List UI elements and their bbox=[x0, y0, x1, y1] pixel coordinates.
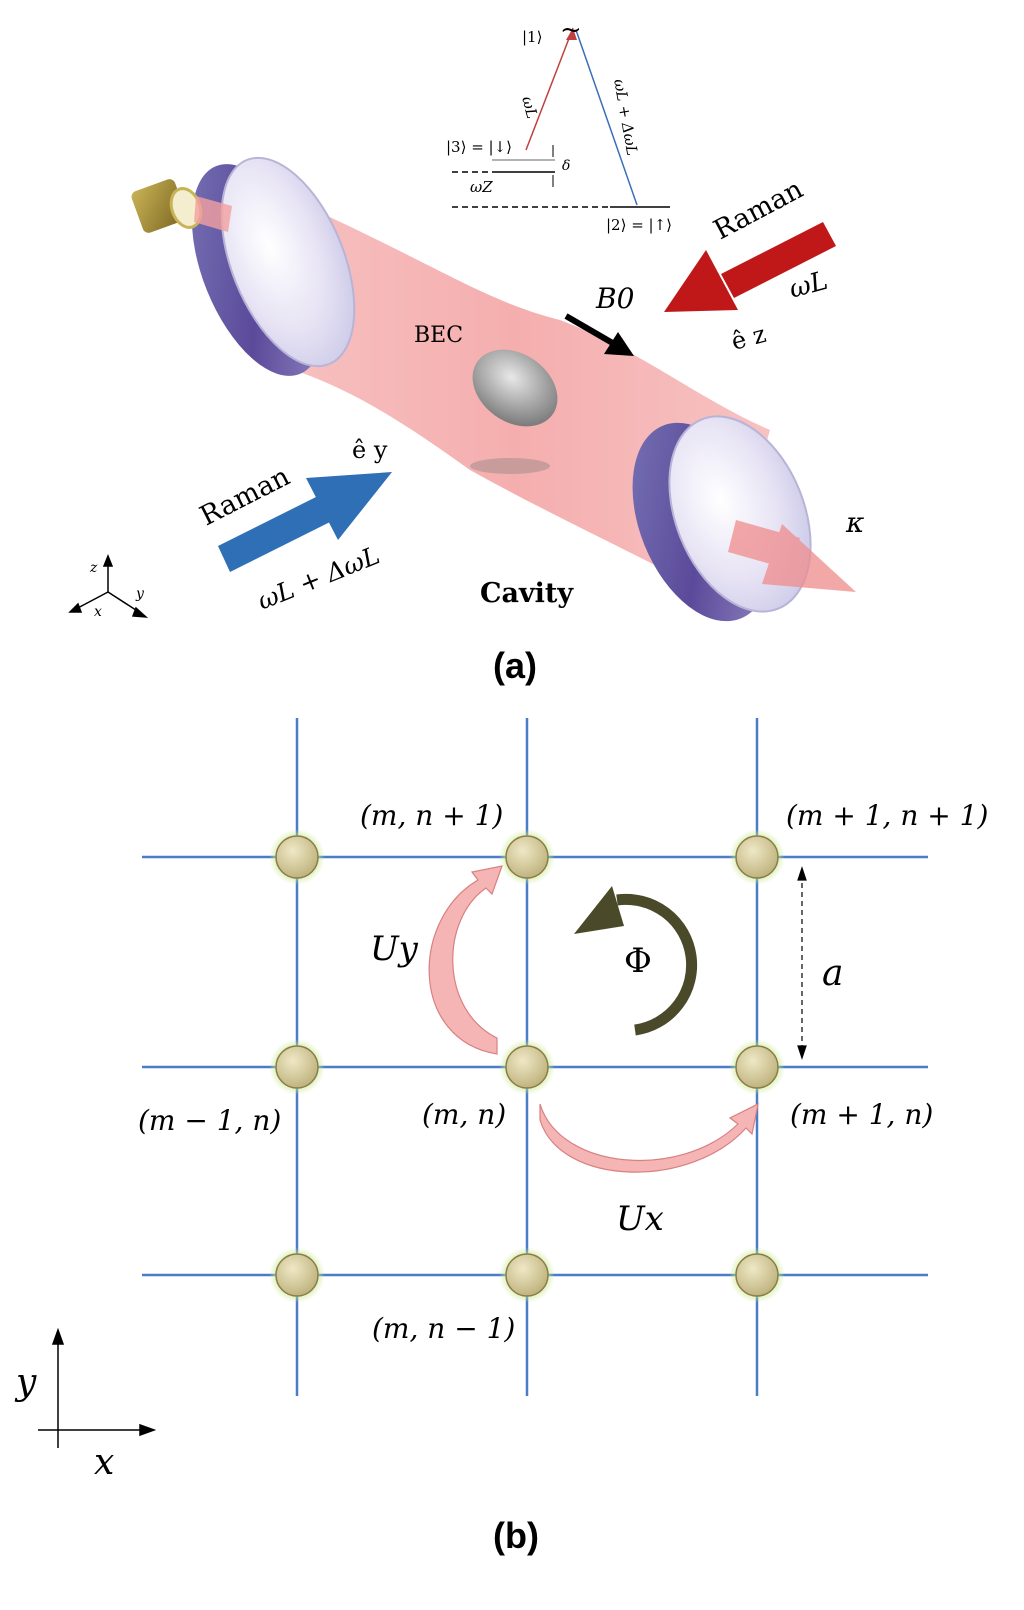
ux-hop-arrow bbox=[539, 1102, 759, 1173]
omega-l-delta-level-label: ωL + ΔωL bbox=[610, 78, 641, 157]
bec-cloud bbox=[472, 349, 558, 427]
omega-l-right-label: ωL bbox=[786, 266, 831, 305]
site bbox=[729, 1247, 785, 1303]
level-2-arrow-blue bbox=[575, 29, 638, 206]
phi-label: Φ bbox=[624, 941, 652, 981]
site bbox=[269, 1247, 325, 1303]
site bbox=[499, 1247, 555, 1303]
axis-2d-y-label: y bbox=[14, 1362, 37, 1403]
state-2-label: |2⟩ = |↑⟩ bbox=[606, 216, 672, 234]
raman-right-label: Raman bbox=[709, 174, 808, 247]
axis-y-label: y bbox=[135, 586, 145, 602]
level-1-arrow-red bbox=[525, 27, 574, 151]
lattice-constant-arrow bbox=[797, 866, 807, 1060]
ey-label: ê y bbox=[352, 436, 388, 464]
axis-z-label: z bbox=[89, 560, 98, 576]
site-label-m-minus-1-n: (m − 1, n) bbox=[138, 1104, 281, 1137]
b0-label: B0 bbox=[595, 282, 634, 315]
site-label-m-plus-1-n: (m + 1, n) bbox=[790, 1098, 933, 1131]
raman-blue-arrow bbox=[218, 472, 392, 572]
panel-b: (m, n + 1) (m + 1, n + 1) (m − 1, n) (m,… bbox=[14, 718, 988, 1556]
axis-x-label: x bbox=[94, 604, 102, 620]
bec-shadow bbox=[470, 458, 550, 474]
output-arrow bbox=[728, 520, 856, 592]
lattice-sites bbox=[269, 829, 785, 1303]
uy-label: Uy bbox=[370, 929, 419, 969]
a-label: a bbox=[822, 953, 843, 994]
level-diagram bbox=[452, 27, 670, 208]
site-label-m1-n1: (m + 1, n + 1) bbox=[786, 799, 988, 832]
kappa-label: κ bbox=[845, 506, 864, 539]
ez-label: ê z bbox=[728, 320, 769, 356]
omega-l-level-label: ωL bbox=[518, 94, 541, 120]
bec-label: BEC bbox=[414, 323, 463, 348]
site bbox=[499, 829, 555, 885]
site-label-m-n: (m, n) bbox=[422, 1098, 506, 1131]
site bbox=[499, 1039, 555, 1095]
site-label-m-n-plus-1: (m, n + 1) bbox=[360, 799, 503, 832]
site-label-m-n-minus-1: (m, n − 1) bbox=[372, 1312, 515, 1345]
fiber-connector bbox=[131, 179, 232, 233]
axis-2d-x-label: x bbox=[94, 1442, 114, 1483]
state-3-label: |3⟩ = |↓⟩ bbox=[446, 138, 512, 156]
axis-3d bbox=[68, 553, 149, 618]
state-1-label: |1⟩ bbox=[522, 28, 542, 46]
omega-left-label: ωL + ΔωL bbox=[253, 540, 383, 615]
caption-b: (b) bbox=[493, 1515, 539, 1556]
phi-circulation-arrow bbox=[574, 886, 698, 1036]
b0-arrow bbox=[564, 313, 634, 356]
level-1-arrowhead bbox=[566, 28, 577, 40]
site bbox=[729, 829, 785, 885]
raman-red-arrow bbox=[664, 222, 836, 312]
axis-2d bbox=[38, 1327, 157, 1448]
uy-hop-arrow bbox=[428, 865, 503, 1055]
cavity-label: Cavity bbox=[480, 578, 574, 609]
delta-label: δ bbox=[562, 158, 570, 174]
panel-a: |1⟩ ~ |3⟩ = |↓⟩ |2⟩ = |↑⟩ ωZ δ ωL ωL + Δ… bbox=[68, 15, 864, 686]
ux-label: Ux bbox=[616, 1199, 664, 1239]
site bbox=[269, 1039, 325, 1095]
tilde-label: ~ bbox=[560, 15, 582, 45]
site bbox=[269, 829, 325, 885]
site bbox=[729, 1039, 785, 1095]
caption-a: (a) bbox=[493, 645, 537, 686]
omega-z-label: ωZ bbox=[470, 178, 493, 196]
